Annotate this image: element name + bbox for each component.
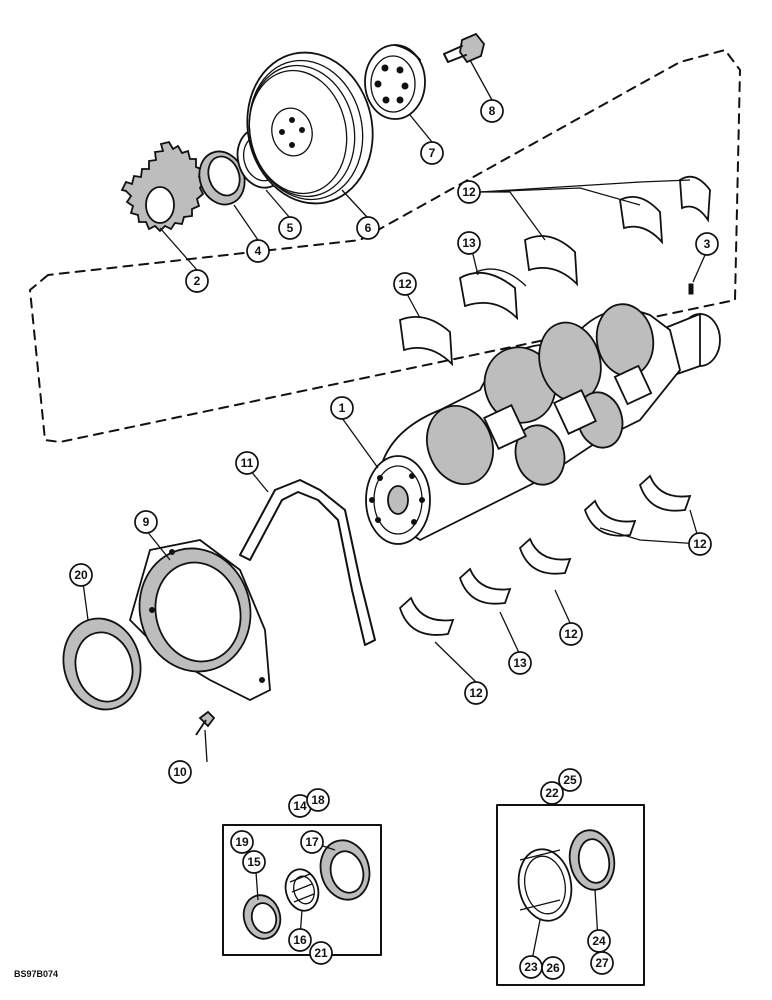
callout-12-label: 12 bbox=[693, 537, 707, 551]
callout-8: 8 bbox=[480, 99, 504, 123]
callout-11-label: 11 bbox=[241, 456, 254, 470]
callout-4-label: 4 bbox=[255, 244, 262, 258]
callout-17-label: 17 bbox=[305, 835, 319, 849]
callout-5-label: 5 bbox=[287, 221, 294, 235]
lower-bearing-shells bbox=[398, 474, 692, 636]
callout-3-label: 3 bbox=[704, 237, 711, 251]
callout-2: 2 bbox=[185, 269, 209, 293]
callout-12-label: 12 bbox=[564, 627, 578, 641]
callout-13-label: 13 bbox=[462, 236, 476, 250]
callout-21: 21 bbox=[309, 941, 333, 965]
upper-thrust-bearing bbox=[459, 268, 527, 321]
callout-15-label: 15 bbox=[247, 855, 261, 869]
callout-10: 10 bbox=[168, 760, 192, 784]
callout-14-label: 14 bbox=[293, 799, 307, 813]
crankshaft-gear bbox=[120, 140, 206, 233]
callout-21-label: 21 bbox=[314, 946, 328, 960]
callout-19: 19 bbox=[230, 830, 254, 854]
callout-20-label: 20 bbox=[74, 568, 88, 582]
rear-seal-kit-parts bbox=[517, 829, 616, 922]
pulley-hub bbox=[364, 44, 426, 120]
crankshaft bbox=[365, 303, 721, 545]
seal-ring bbox=[198, 150, 246, 206]
callout-23: 23 bbox=[519, 955, 543, 979]
callout-26: 26 bbox=[541, 956, 565, 980]
callout-12-lower-right: 12 bbox=[688, 532, 712, 556]
callout-24: 24 bbox=[587, 929, 611, 953]
callout-13-lower: 13 bbox=[508, 651, 532, 675]
front-seal-kit-parts bbox=[242, 839, 371, 940]
callout-22-label: 22 bbox=[545, 786, 559, 800]
callout-12-label: 12 bbox=[398, 277, 412, 291]
callout-13-label: 13 bbox=[513, 656, 527, 670]
figure-code: BS97B074 bbox=[14, 969, 58, 979]
housing-bolt bbox=[195, 710, 216, 736]
rear-seal-housing bbox=[128, 539, 271, 702]
callout-16: 16 bbox=[288, 928, 312, 952]
callout-7-label: 7 bbox=[429, 146, 436, 160]
callout-11: 11 bbox=[235, 451, 259, 475]
seal-kit-box-rear bbox=[496, 804, 645, 986]
rear-crankshaft-seal bbox=[62, 617, 142, 711]
callout-18: 18 bbox=[306, 788, 330, 812]
callout-8-label: 8 bbox=[489, 104, 496, 118]
callout-14: 14 bbox=[288, 794, 312, 818]
callout-7: 7 bbox=[420, 141, 444, 165]
callout-19-label: 19 bbox=[235, 835, 249, 849]
dashed-assembly-outline bbox=[29, 49, 741, 443]
crankshaft-pulley bbox=[246, 51, 374, 205]
callout-6: 6 bbox=[356, 216, 380, 240]
callout-25-label: 25 bbox=[563, 773, 577, 787]
callout-10-label: 10 bbox=[173, 765, 187, 779]
callout-4: 4 bbox=[246, 239, 270, 263]
pulley-bolt bbox=[443, 32, 485, 64]
callout-6-label: 6 bbox=[365, 221, 372, 235]
callout-23-label: 23 bbox=[524, 960, 538, 974]
callout-16-label: 16 bbox=[293, 933, 307, 947]
seal-kit-box-front bbox=[222, 824, 382, 956]
callout-18-label: 18 bbox=[311, 793, 325, 807]
callout-27: 27 bbox=[590, 951, 614, 975]
callout-1-label: 1 bbox=[339, 401, 346, 415]
callout-5: 5 bbox=[278, 216, 302, 240]
callout-20: 20 bbox=[69, 563, 93, 587]
callout-9: 9 bbox=[134, 510, 158, 534]
callout-25: 25 bbox=[558, 768, 582, 792]
dowel-pin bbox=[688, 283, 694, 295]
callout-27-label: 27 bbox=[595, 956, 609, 970]
callout-12-label: 12 bbox=[469, 686, 483, 700]
callout-22: 22 bbox=[540, 781, 564, 805]
callout-12-label: 12 bbox=[462, 185, 476, 199]
callout-9-label: 9 bbox=[143, 515, 150, 529]
upper-bearing-shells bbox=[399, 175, 711, 367]
callout-12-lower-left: 12 bbox=[464, 681, 488, 705]
callout-13-upper: 13 bbox=[457, 231, 481, 255]
callout-1: 1 bbox=[330, 396, 354, 420]
callout-12-upper-left: 12 bbox=[393, 272, 417, 296]
callout-17: 17 bbox=[300, 830, 324, 854]
callout-2-label: 2 bbox=[194, 274, 201, 288]
callout-26-label: 26 bbox=[546, 961, 560, 975]
callout-12-upper-right: 12 bbox=[457, 180, 481, 204]
callout-3: 3 bbox=[695, 232, 719, 256]
rear-cover-gasket bbox=[239, 479, 376, 646]
callout-12-lower-mid: 12 bbox=[559, 622, 583, 646]
callout-24-label: 24 bbox=[592, 934, 606, 948]
callout-15: 15 bbox=[242, 850, 266, 874]
